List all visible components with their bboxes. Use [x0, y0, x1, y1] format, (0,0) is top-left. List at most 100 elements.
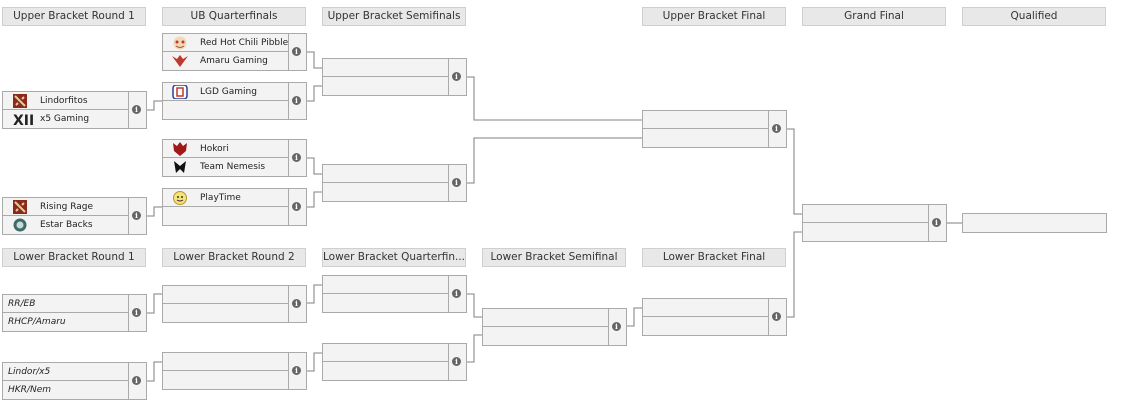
- header-lb-round1: Lower Bracket Round 1: [2, 248, 146, 267]
- match-info-cell[interactable]: i: [288, 189, 306, 225]
- match-info-cell[interactable]: i: [128, 92, 146, 128]
- team-name: PlayTime: [200, 193, 241, 203]
- match-ub-final[interactable]: i: [642, 110, 787, 148]
- estar-backs-logo: [13, 218, 27, 232]
- info-icon[interactable]: i: [132, 211, 141, 220]
- match-info-cell[interactable]: i: [448, 165, 466, 201]
- match-lb-r2-b[interactable]: i: [162, 352, 307, 390]
- info-icon[interactable]: i: [452, 72, 461, 81]
- info-icon[interactable]: i: [932, 218, 941, 227]
- lgd-logo: [172, 85, 188, 99]
- header-qualified: Qualified: [962, 7, 1106, 26]
- match-lb-r2-a[interactable]: i: [162, 285, 307, 323]
- team-slot-empty: [323, 165, 448, 183]
- match-info-cell[interactable]: i: [928, 205, 946, 241]
- team-name: Estar Backs: [40, 220, 93, 230]
- match-lb-r1-b[interactable]: Lindor/x5 HKR/Nem i: [2, 362, 147, 400]
- team-slot-empty: [163, 304, 288, 322]
- match-lb-semifinal[interactable]: i: [482, 308, 627, 346]
- dota-icon: [13, 94, 27, 108]
- team-name: HKR/Nem: [8, 385, 51, 395]
- match-info-cell[interactable]: i: [448, 344, 466, 380]
- info-icon[interactable]: i: [612, 322, 621, 331]
- team-slot-empty: [163, 371, 288, 389]
- match-info-cell[interactable]: i: [128, 295, 146, 331]
- dota-icon: [13, 200, 27, 214]
- info-icon[interactable]: i: [132, 308, 141, 317]
- team-slot: Hokori: [163, 140, 288, 158]
- team-slot-empty: [163, 286, 288, 304]
- info-icon[interactable]: i: [772, 312, 781, 321]
- team-slot-placeholder: HKR/Nem: [3, 381, 128, 399]
- team-slot: LGD Gaming: [163, 83, 288, 101]
- match-ub-r1-b[interactable]: Rising Rage Estar Backs i: [2, 197, 147, 235]
- match-info-cell[interactable]: i: [288, 286, 306, 322]
- match-grand-final[interactable]: i: [802, 204, 947, 242]
- team-name: x5 Gaming: [40, 114, 90, 124]
- header-lb-round2: Lower Bracket Round 2: [162, 248, 306, 267]
- info-icon[interactable]: i: [292, 47, 301, 56]
- match-lb-qf-b[interactable]: i: [322, 343, 467, 381]
- team-slot-empty: [163, 353, 288, 371]
- match-info-cell[interactable]: i: [608, 309, 626, 345]
- match-info-cell[interactable]: i: [768, 299, 786, 335]
- match-ub-qf-a[interactable]: Red Hot Chili Pibble Amaru Gaming i: [162, 33, 307, 71]
- match-info-cell[interactable]: i: [128, 198, 146, 234]
- header-ub-semifinals: Upper Bracket Semifinals: [322, 7, 466, 26]
- hokori-logo: [173, 142, 187, 156]
- team-slot-placeholder: Lindor/x5: [3, 363, 128, 381]
- x5-gaming-logo: XII: [13, 113, 34, 126]
- match-info-cell[interactable]: i: [448, 276, 466, 312]
- team-slot: Red Hot Chili Pibble: [163, 34, 288, 52]
- header-ub-final: Upper Bracket Final: [642, 7, 786, 26]
- header-grand-final: Grand Final: [802, 7, 946, 26]
- info-icon[interactable]: i: [292, 366, 301, 375]
- team-slot-empty: [643, 129, 768, 147]
- team-name: RR/EB: [8, 299, 36, 309]
- info-icon[interactable]: i: [292, 202, 301, 211]
- info-icon[interactable]: i: [132, 105, 141, 114]
- match-info-cell[interactable]: i: [768, 111, 786, 147]
- info-icon[interactable]: i: [772, 124, 781, 133]
- info-icon[interactable]: i: [292, 96, 301, 105]
- match-info-cell[interactable]: i: [288, 83, 306, 119]
- team-slot-empty: [163, 207, 288, 225]
- match-ub-r1-a[interactable]: Lindorfitos XII x5 Gaming i: [2, 91, 147, 129]
- qualified-slot: [962, 213, 1107, 233]
- match-info-cell[interactable]: i: [448, 59, 466, 95]
- team-name: Team Nemesis: [200, 162, 266, 172]
- match-info-cell[interactable]: i: [288, 34, 306, 70]
- team-name: RHCP/Amaru: [8, 317, 66, 327]
- match-ub-sf-b[interactable]: i: [322, 164, 467, 202]
- team-name: Hokori: [200, 144, 229, 154]
- team-slot-empty: [803, 223, 928, 241]
- match-ub-qf-d[interactable]: PlayTime i: [162, 188, 307, 226]
- match-info-cell[interactable]: i: [288, 140, 306, 176]
- pibble-logo: [173, 36, 187, 50]
- info-icon[interactable]: i: [292, 153, 301, 162]
- team-slot-empty: [643, 299, 768, 317]
- team-slot-empty: [163, 101, 288, 119]
- match-lb-qf-a[interactable]: i: [322, 275, 467, 313]
- match-lb-r1-a[interactable]: RR/EB RHCP/Amaru i: [2, 294, 147, 332]
- team-slot: Estar Backs: [3, 216, 128, 234]
- amaru-logo: [172, 55, 188, 67]
- team-slot: PlayTime: [163, 189, 288, 207]
- match-ub-qf-b[interactable]: LGD Gaming i: [162, 82, 307, 120]
- info-icon[interactable]: i: [452, 289, 461, 298]
- info-icon[interactable]: i: [452, 357, 461, 366]
- team-slot-empty: [643, 317, 768, 335]
- match-ub-sf-a[interactable]: i: [322, 58, 467, 96]
- match-lb-final[interactable]: i: [642, 298, 787, 336]
- info-icon[interactable]: i: [292, 299, 301, 308]
- info-icon[interactable]: i: [452, 178, 461, 187]
- info-icon[interactable]: i: [132, 376, 141, 385]
- playtime-logo: [173, 191, 187, 205]
- match-info-cell[interactable]: i: [128, 363, 146, 399]
- match-info-cell[interactable]: i: [288, 353, 306, 389]
- team-slot-empty: [323, 294, 448, 312]
- team-slot-empty: [483, 327, 608, 345]
- team-slot: Team Nemesis: [163, 158, 288, 176]
- match-ub-qf-c[interactable]: Hokori Team Nemesis i: [162, 139, 307, 177]
- team-slot-empty: [483, 309, 608, 327]
